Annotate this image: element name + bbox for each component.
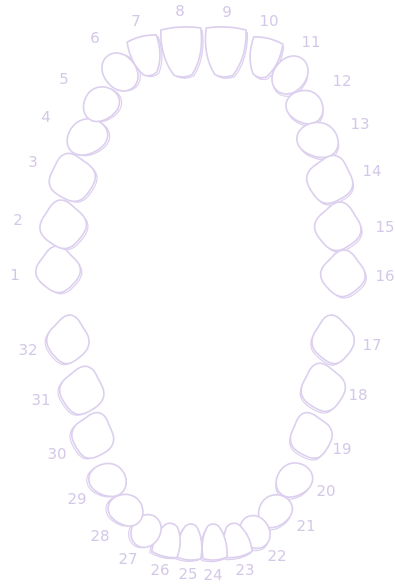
tooth-19[interactable]: [283, 407, 338, 465]
tooth-3[interactable]: [43, 148, 102, 208]
tooth-number-11: 11: [301, 33, 320, 51]
tooth-17-outline: [309, 313, 356, 366]
tooth-number-15: 15: [375, 218, 394, 236]
tooth-number-27: 27: [118, 550, 137, 568]
tooth-15[interactable]: [311, 199, 366, 255]
tooth-24[interactable]: [199, 523, 228, 562]
tooth-17[interactable]: [308, 313, 357, 367]
tooth-number-29: 29: [67, 490, 86, 508]
tooth-number-17: 17: [362, 336, 381, 354]
tooth-number-14: 14: [362, 162, 381, 180]
tooth-number-4: 4: [41, 108, 51, 126]
tooth-number-19: 19: [332, 440, 351, 458]
tooth-16-outline: [319, 249, 367, 299]
tooth-number-8: 8: [175, 2, 185, 20]
tooth-19-outline: [284, 407, 338, 464]
tooth-number-3: 3: [28, 153, 38, 171]
tooth-14[interactable]: [301, 150, 360, 210]
tooth-number-18: 18: [348, 386, 367, 404]
tooth-number-32: 32: [18, 341, 37, 359]
tooth-number-25: 25: [178, 565, 197, 583]
tooth-31[interactable]: [54, 362, 109, 421]
tooth-number-2: 2: [13, 211, 23, 229]
tooth-1[interactable]: [34, 244, 83, 295]
tooth-2[interactable]: [36, 197, 91, 253]
tooth-18-outline: [296, 359, 350, 416]
tooth-number-13: 13: [350, 115, 369, 133]
tooth-number-7: 7: [131, 12, 141, 30]
tooth-2-outline: [36, 197, 89, 252]
tooth-number-20: 20: [316, 482, 335, 500]
tooth-30[interactable]: [65, 407, 120, 465]
tooth-number-12: 12: [332, 72, 351, 90]
tooth-9[interactable]: [203, 26, 248, 79]
tooth-32-outline: [44, 313, 91, 366]
tooth-8[interactable]: [160, 26, 205, 79]
tooth-number-6: 6: [90, 29, 100, 47]
tooth-32[interactable]: [43, 313, 92, 367]
upper-arch: [34, 26, 368, 300]
tooth-15-outline: [312, 199, 365, 254]
tooth-number-21: 21: [296, 517, 315, 535]
tooth-1-outline: [34, 245, 82, 295]
tooth-18[interactable]: [295, 359, 350, 418]
tooth-number-10: 10: [259, 12, 278, 30]
tooth-number-5: 5: [59, 70, 69, 88]
tooth-number-24: 24: [203, 566, 222, 584]
tooth-number-23: 23: [235, 561, 254, 579]
tooth-31-outline: [55, 362, 109, 419]
tooth-24-outline: [200, 523, 227, 561]
tooth-number-9: 9: [222, 3, 232, 21]
tooth-3-outline: [43, 148, 100, 207]
tooth-9-outline: [203, 26, 246, 78]
tooth-14-outline: [302, 150, 359, 209]
tooth-number-22: 22: [267, 547, 286, 565]
tooth-number-31: 31: [31, 391, 50, 409]
tooth-16[interactable]: [319, 249, 368, 300]
tooth-number-16: 16: [375, 267, 394, 285]
tooth-number-1: 1: [10, 266, 20, 284]
tooth-30-outline: [66, 407, 120, 464]
tooth-number-30: 30: [47, 445, 66, 463]
tooth-number-28: 28: [90, 527, 109, 545]
tooth-number-26: 26: [150, 561, 169, 579]
